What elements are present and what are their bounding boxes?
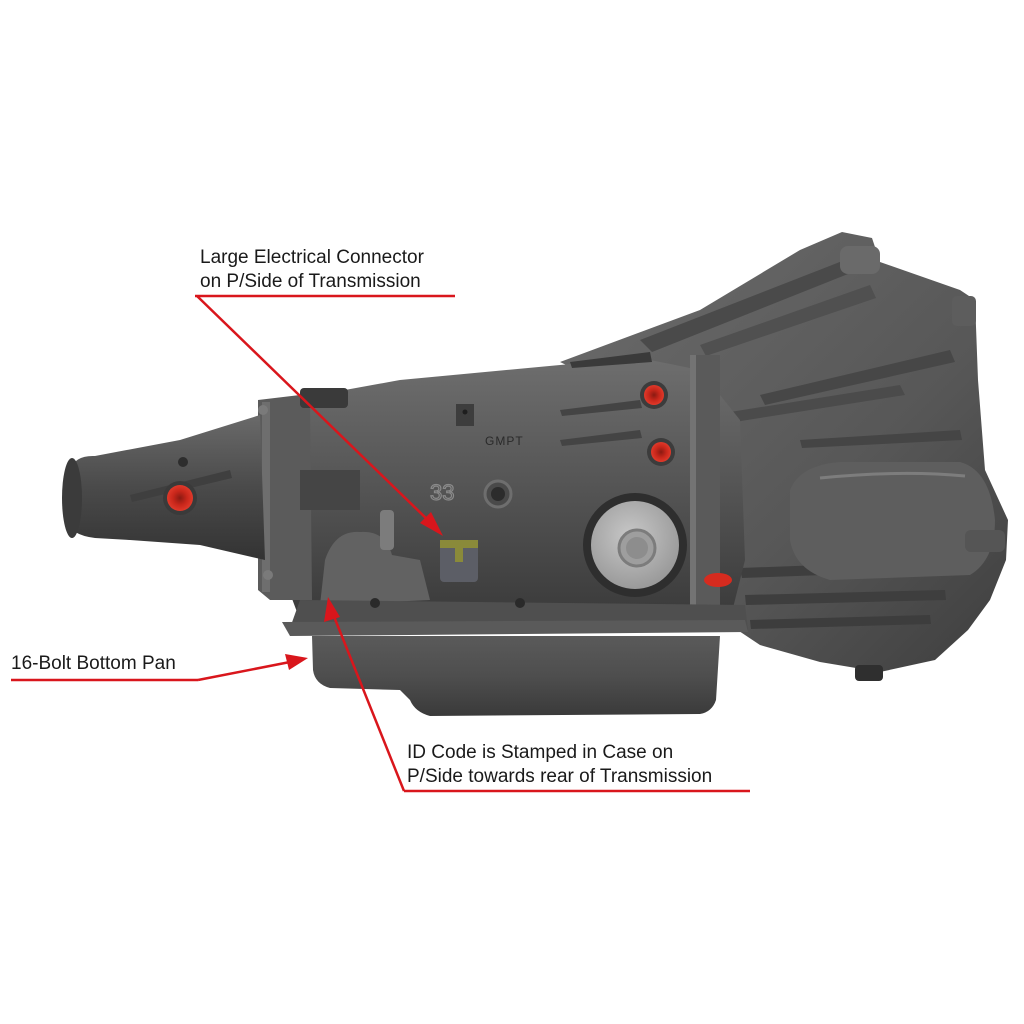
servo-cover xyxy=(583,493,687,597)
red-plug-upper xyxy=(640,381,668,409)
bottom-pan xyxy=(282,620,748,716)
callout-line: Large Electrical Connector xyxy=(200,247,424,268)
callout-id-code: ID Code is Stamped in Case on P/Side tow… xyxy=(407,741,712,789)
arrow-head-icon xyxy=(285,654,308,670)
callout-bottom-pan: 16-Bolt Bottom Pan xyxy=(11,652,176,676)
callout-line: ID Code is Stamped in Case on xyxy=(407,742,674,763)
callout-line: P/Side towards rear of Transmission xyxy=(407,766,713,787)
annotation-pan-line xyxy=(11,654,308,682)
case-number-casting: 33 xyxy=(430,480,454,505)
main-case: GMPT 33 xyxy=(285,352,745,625)
callout-line: 16-Bolt Bottom Pan xyxy=(11,653,176,674)
tail-housing xyxy=(62,415,265,560)
red-plug-tail xyxy=(163,481,197,515)
electrical-connector xyxy=(440,540,478,582)
gmpt-casting-mark: GMPT xyxy=(485,434,524,448)
callout-line: on P/Side of Transmission xyxy=(200,271,421,292)
callout-electrical-connector: Large Electrical Connector on P/Side of … xyxy=(200,246,424,294)
annotation-idcode-line xyxy=(324,597,750,793)
arrow-head-icon xyxy=(420,512,443,536)
red-plug-lower xyxy=(647,438,675,466)
rear-adapter xyxy=(258,388,360,600)
annotation-connector-line xyxy=(195,294,455,536)
arrow-head-icon xyxy=(324,597,340,622)
